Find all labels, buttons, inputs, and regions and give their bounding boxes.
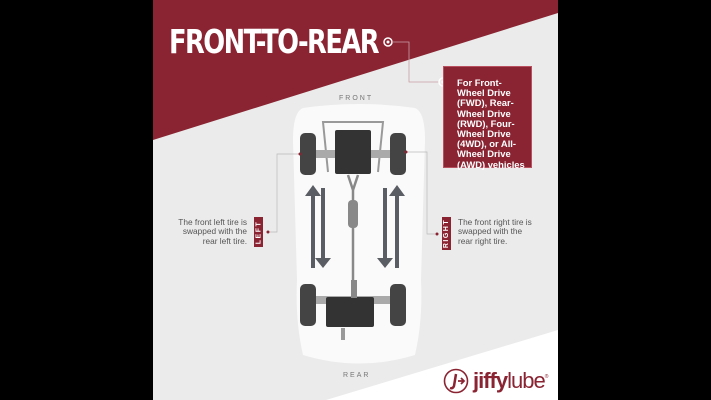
background-shapes — [153, 0, 558, 400]
connector-line — [392, 41, 439, 83]
arrow-up-right-icon — [389, 185, 405, 268]
arrow-up-left-icon — [305, 185, 321, 268]
white-corner — [326, 330, 558, 400]
left-connector — [270, 153, 300, 233]
left-badge: LEFT — [254, 217, 263, 247]
infographic: FRONT-TO-REAR For Front-Wheel Drive (FWD… — [153, 0, 558, 400]
rotation-arrows — [305, 185, 405, 268]
right-description: The front right tire is swapped with the… — [458, 217, 532, 246]
drive-types-box: For Front-Wheel Drive (FWD), Rear-Wheel … — [443, 66, 532, 169]
arrow-down-right-icon — [377, 188, 393, 268]
arrow-down-left-icon — [315, 188, 331, 268]
fuel-tank — [326, 297, 374, 327]
maroon-banner — [153, 0, 558, 140]
rear-left-tire — [300, 284, 316, 326]
rear-right-tire — [390, 284, 406, 326]
right-badge: RIGHT — [442, 217, 451, 250]
front-label: FRONT — [339, 95, 374, 102]
front-left-tire — [300, 133, 316, 175]
front-right-tire — [390, 133, 406, 175]
left-description: The front left tire is swapped with the … — [178, 217, 247, 246]
page-title: FRONT-TO-REAR — [169, 22, 380, 61]
catalytic-converter — [348, 200, 358, 228]
right-connector — [406, 151, 435, 235]
engine — [335, 130, 371, 174]
rear-label: REAR — [343, 372, 371, 379]
car-illustration — [293, 104, 425, 364]
exhaust-tip — [341, 328, 345, 340]
jiffy-lube-mark-icon — [443, 368, 469, 394]
